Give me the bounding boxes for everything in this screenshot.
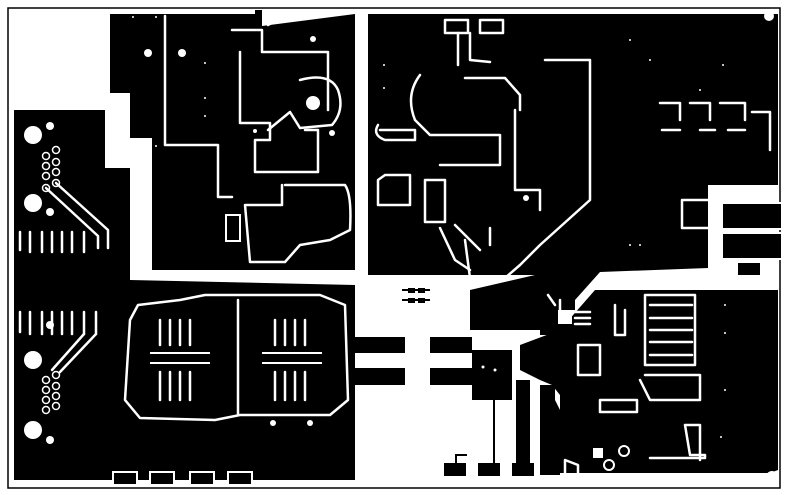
pad-bottom-1 (112, 471, 138, 486)
copper-middle (355, 288, 560, 476)
small-resistors (402, 288, 430, 303)
copper-pour-top-right (368, 11, 783, 330)
vias (132, 16, 726, 438)
copper-pour-top-left (110, 10, 355, 270)
pad-right-1 (721, 202, 783, 230)
copper-pour-left (14, 110, 355, 486)
copper-pour-bottom-right (520, 290, 778, 483)
pad-bottom-2 (149, 471, 175, 486)
pad-bottom-4 (227, 471, 253, 486)
pad-bottom-3 (189, 471, 215, 486)
pad-right-2 (721, 232, 783, 260)
